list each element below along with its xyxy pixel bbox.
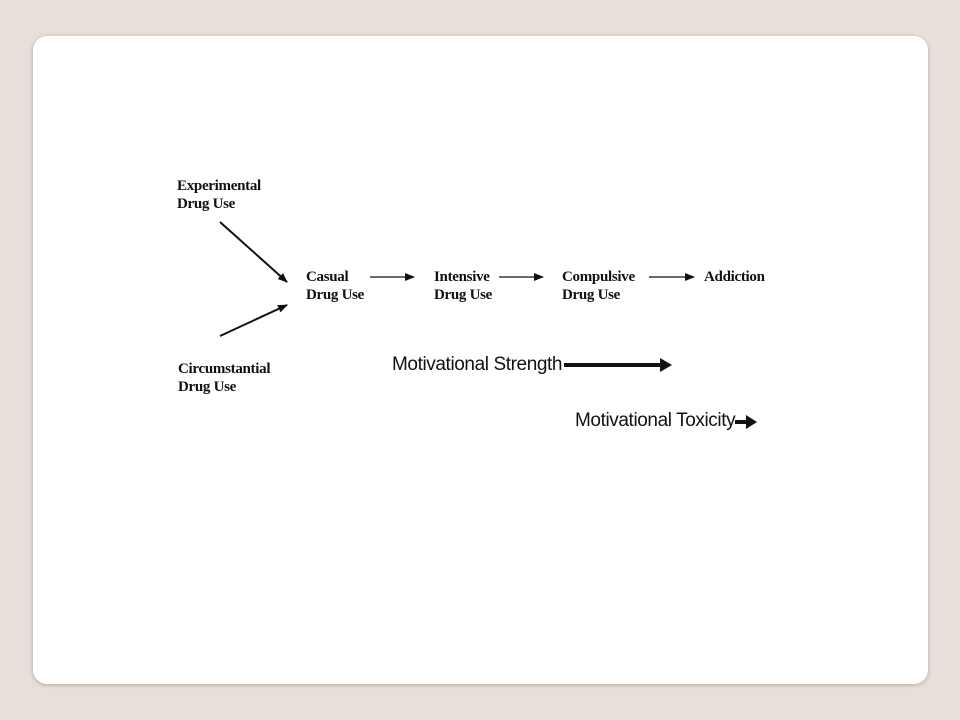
- node-experimental-drug-use: Experimental Drug Use: [177, 177, 261, 213]
- node-intensive-drug-use: Intensive Drug Use: [434, 268, 492, 304]
- node-experimental-line2: Drug Use: [177, 196, 236, 212]
- arrow-circumstantial-to-casual: [219, 304, 288, 337]
- legend-motivational-toxicity: Motivational Toxicity: [575, 410, 736, 431]
- legend-motivational-strength: Motivational Strength: [392, 354, 563, 375]
- toxicity-arrow-head: [746, 415, 757, 429]
- strength-arrow-head: [660, 358, 672, 372]
- node-casual-line2: Drug Use: [306, 287, 365, 303]
- node-compulsive-line2: Drug Use: [562, 287, 621, 303]
- node-circumstantial-drug-use: Circumstantial Drug Use: [178, 360, 270, 396]
- node-circumstantial-line2: Drug Use: [178, 379, 237, 395]
- arrow-experimental-to-casual: [219, 221, 288, 283]
- node-intensive-line2: Drug Use: [434, 287, 493, 303]
- node-casual-line1: Casual: [306, 269, 349, 285]
- node-addiction-line1: Addiction: [704, 269, 765, 285]
- node-addiction: Addiction: [704, 268, 765, 286]
- node-experimental-line1: Experimental: [177, 178, 261, 194]
- node-intensive-line1: Intensive: [434, 269, 490, 285]
- slide-panel: [33, 36, 928, 684]
- node-compulsive-line1: Compulsive: [562, 269, 635, 285]
- node-compulsive-drug-use: Compulsive Drug Use: [562, 268, 635, 304]
- node-circumstantial-line1: Circumstantial: [178, 361, 271, 377]
- node-casual-drug-use: Casual Drug Use: [306, 268, 364, 304]
